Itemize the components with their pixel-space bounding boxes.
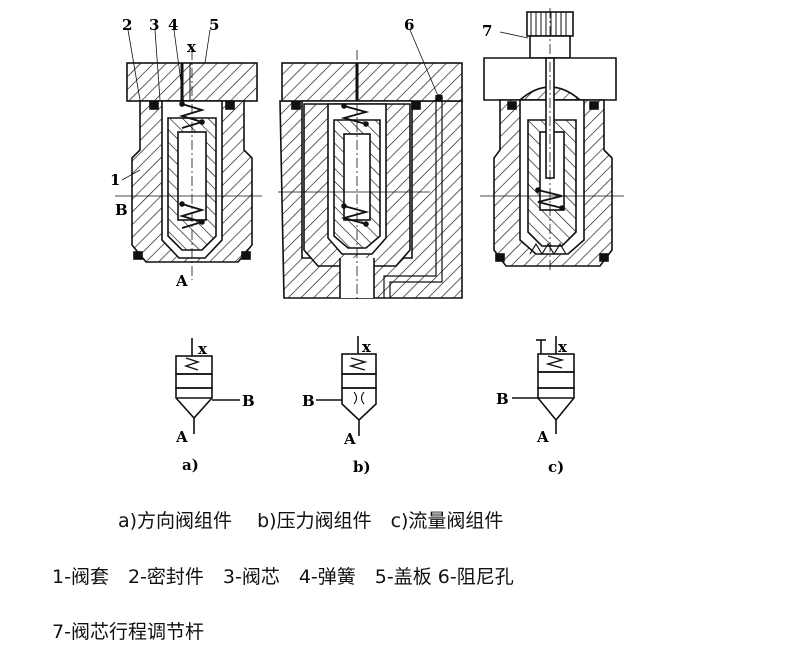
valve-assembly-figure: 2 3 4 5 1 x B A: [110, 8, 624, 476]
part-number-7: 7: [482, 22, 492, 40]
symbol-a-a-label: A: [175, 428, 188, 446]
symbol-b-x-label: x: [362, 338, 372, 356]
part-number-1: 1: [110, 171, 120, 189]
symbol-a-x-label: x: [198, 340, 208, 358]
subfigure-label-a: a): [182, 456, 199, 474]
assembly-a-drawing: [115, 29, 262, 280]
parts-legend-line-1: 1-阀套 2-密封件 3-阀芯 4-弹簧 5-盖板 6-阻尼孔: [52, 566, 514, 588]
spring-bottom: [178, 203, 206, 229]
part-number-3: 3: [149, 16, 159, 34]
part-number-4: 4: [168, 16, 178, 34]
spring-top: [178, 103, 206, 129]
part-number-5: 5: [209, 16, 219, 34]
symbol-c-b-label: B: [496, 390, 509, 408]
assembly-b-drawing: [278, 29, 463, 300]
symbol-a: [175, 338, 240, 434]
figure-caption: a)方向阀组件 b)压力阀组件 c)流量阀组件: [118, 510, 504, 532]
part-number-2: 2: [122, 16, 132, 34]
subfigure-label-c: c): [548, 458, 564, 476]
symbol-c-x-label: x: [558, 338, 568, 356]
port-a-label-a: A: [175, 272, 188, 290]
parts-legend-line-2: 7-阀芯行程调节杆: [52, 621, 204, 643]
port-b-label-a: B: [115, 201, 128, 219]
symbol-b-a-label: A: [343, 430, 356, 448]
symbol-c-a-label: A: [536, 428, 549, 446]
symbol-b-b-label: B: [302, 392, 315, 410]
assembly-c-drawing: [480, 8, 624, 272]
subfigure-label-b: b): [353, 458, 371, 476]
port-x-label-a: x: [187, 38, 197, 56]
seal-ring: [149, 101, 159, 110]
symbol-a-b-label: B: [242, 392, 255, 410]
symbol-c: [512, 336, 575, 434]
part-number-6: 6: [404, 16, 414, 34]
symbol-b: [316, 336, 377, 436]
